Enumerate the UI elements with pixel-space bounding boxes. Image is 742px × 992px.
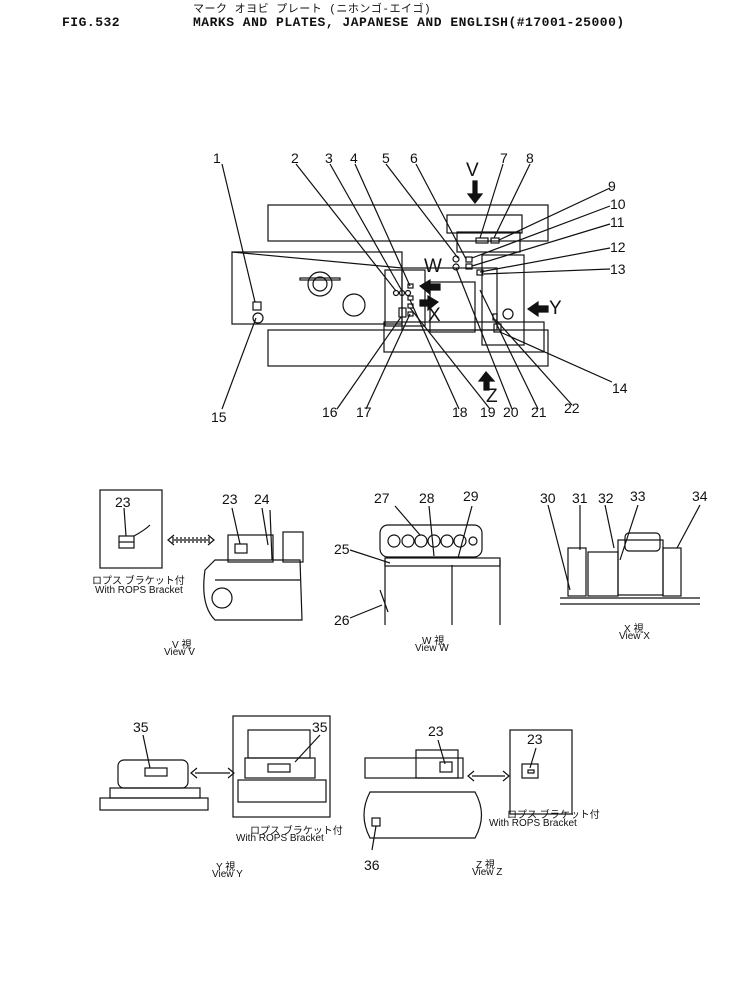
label-6: 6 — [410, 150, 418, 166]
label-16: 16 — [322, 404, 338, 420]
page-title: MARKS AND PLATES, JAPANESE AND ENGLISH(#… — [193, 15, 625, 30]
view-arrow-v: V — [466, 160, 479, 181]
label-7: 7 — [500, 150, 508, 166]
label-21: 21 — [531, 404, 547, 420]
view-x-drawing — [547, 504, 701, 605]
view-v-part-24: 24 — [254, 491, 270, 507]
view-arrow-w: W — [424, 256, 442, 277]
view-x-caption-en: View X — [619, 631, 650, 642]
label-8: 8 — [526, 150, 534, 166]
view-v-part-23b: 23 — [222, 491, 238, 507]
view-z-part-23a: 23 — [428, 723, 444, 739]
label-18: 18 — [452, 404, 468, 420]
view-y-part-35b: 35 — [312, 719, 328, 735]
view-x-part-32: 32 — [598, 490, 614, 506]
view-w-drawing — [349, 505, 501, 625]
view-z-part-23b: 23 — [527, 731, 543, 747]
label-13: 13 — [610, 261, 626, 277]
view-w-part-29: 29 — [463, 488, 479, 504]
view-v-rops-en: With ROPS Bracket — [95, 585, 183, 596]
label-14: 14 — [612, 380, 628, 396]
subtitle-japanese: マーク オヨビ プレート (ニホンゴ-エイゴ) — [193, 4, 432, 16]
label-9: 9 — [608, 178, 616, 194]
view-v-drawing — [99, 489, 304, 621]
view-v-caption-en: View V — [164, 647, 195, 658]
view-y-caption-en: View Y — [212, 869, 243, 880]
label-17: 17 — [356, 404, 372, 420]
label-11: 11 — [610, 214, 625, 230]
view-w-caption-en: View W — [415, 643, 449, 654]
view-w-part-28: 28 — [419, 490, 435, 506]
label-10: 10 — [610, 196, 626, 212]
view-arrow-z: Z — [486, 386, 498, 407]
view-z-rops-en: With ROPS Bracket — [489, 818, 577, 829]
view-z-part-36: 36 — [364, 857, 380, 873]
label-22: 22 — [564, 400, 580, 416]
view-x-caption-jp: X 視 — [624, 624, 644, 635]
view-w-caption-jp: W 視 — [422, 636, 445, 647]
label-20: 20 — [503, 404, 519, 420]
view-v-part-23a: 23 — [115, 494, 131, 510]
view-v-rops-jp: ロプス ブラケット付 — [92, 576, 185, 587]
view-z-caption-jp: Z 視 — [476, 860, 495, 871]
view-x-part-34: 34 — [692, 488, 708, 504]
label-4: 4 — [350, 150, 358, 166]
main-top-view — [221, 163, 613, 410]
view-x-part-33: 33 — [630, 488, 646, 504]
view-x-part-30: 30 — [540, 490, 556, 506]
label-2: 2 — [291, 150, 299, 166]
view-y-caption-jp: Y 視 — [216, 862, 236, 873]
view-y-drawing — [99, 715, 331, 818]
view-y-rops-jp: ロプス ブラケット付 — [250, 826, 343, 837]
view-z-drawing — [363, 729, 573, 851]
view-y-rops-en: With ROPS Bracket — [236, 833, 324, 844]
view-x-part-31: 31 — [572, 490, 588, 506]
view-arrow-x: X — [428, 305, 441, 326]
view-y-part-35a: 35 — [133, 719, 149, 735]
label-15: 15 — [211, 409, 227, 425]
view-w-part-27: 27 — [374, 490, 390, 506]
view-v-caption-jp: V 視 — [172, 640, 192, 651]
view-z-rops-jp: ロプス ブラケット付 — [507, 810, 600, 821]
label-1: 1 — [213, 150, 221, 166]
figure-number: FIG.532 — [62, 15, 121, 30]
label-19: 19 — [480, 404, 496, 420]
view-w-part-26: 26 — [334, 612, 350, 628]
view-arrow-y: Y — [549, 298, 562, 319]
view-w-part-25: 25 — [334, 541, 350, 557]
view-z-caption-en: View Z — [472, 867, 503, 878]
label-5: 5 — [382, 150, 390, 166]
label-3: 3 — [325, 150, 333, 166]
label-12: 12 — [610, 239, 626, 255]
